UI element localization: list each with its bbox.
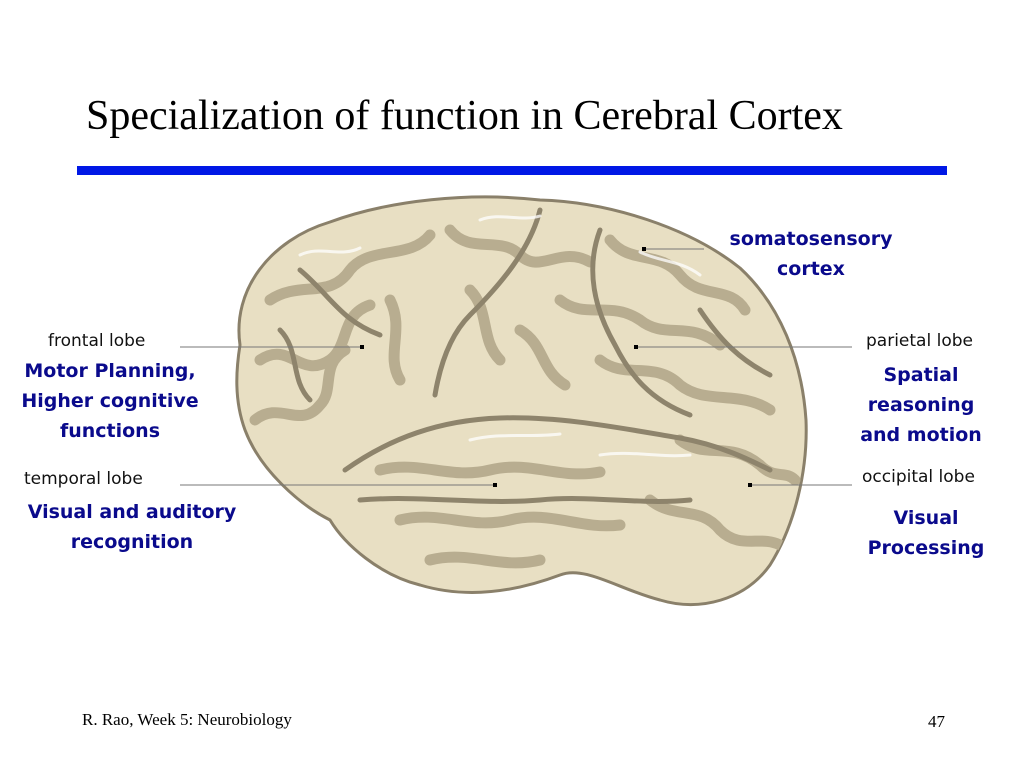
temporal-lobe-label: temporal lobe [24, 469, 143, 489]
occipital-lobe-label: occipital lobe [862, 467, 975, 487]
frontal-function-label: Motor Planning, Higher cognitive functio… [21, 360, 199, 442]
temporal-function-label: Visual and auditory recognition [27, 501, 237, 553]
marker-somatosensory [642, 247, 646, 251]
marker-parietal [634, 345, 638, 349]
brain-illustration [235, 195, 808, 607]
slide-title: Specialization of function in Cerebral C… [86, 93, 843, 139]
somatosensory-function-label: somatosensory cortex [706, 224, 916, 284]
region-markers [360, 247, 752, 487]
leader-lines [180, 248, 852, 486]
marker-occipital [748, 483, 752, 487]
frontal-lobe-label: frontal lobe [48, 331, 146, 351]
parietal-lobe-label: parietal lobe [866, 331, 973, 351]
page-number: 47 [928, 712, 945, 731]
footer-credit: R. Rao, Week 5: Neurobiology [82, 710, 292, 729]
parietal-function-label: Spatial reasoning and motion [860, 364, 982, 446]
occipital-function-label: Visual Processing [867, 507, 985, 559]
marker-temporal [493, 483, 497, 487]
title-divider [77, 166, 947, 175]
somatosensory-function-text: somatosensory cortex [729, 228, 893, 280]
marker-frontal [360, 345, 364, 349]
